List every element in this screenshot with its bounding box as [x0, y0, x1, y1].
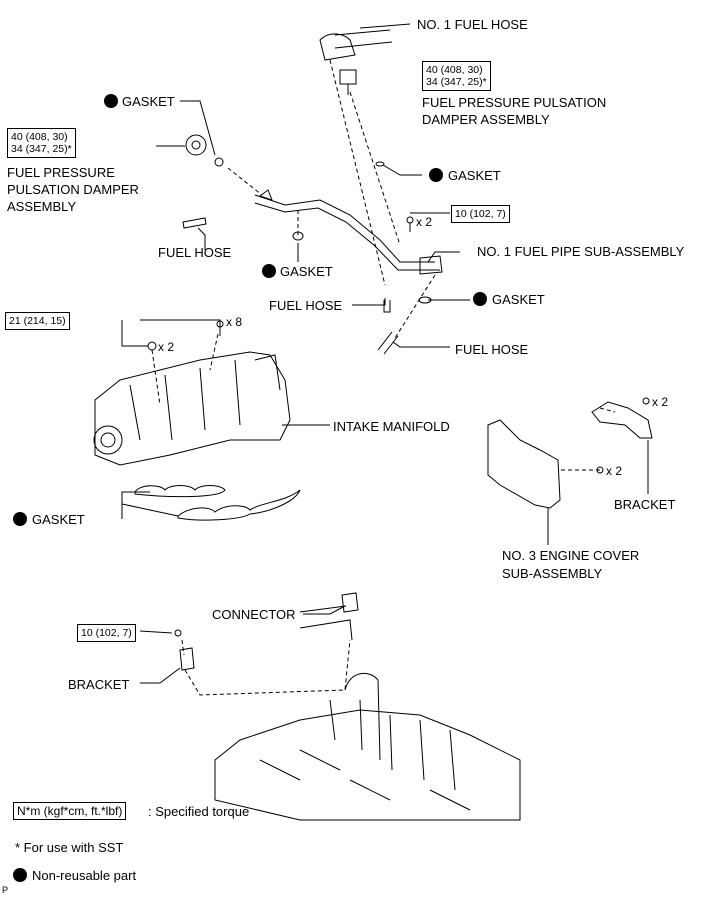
bolt-bracket-left — [174, 629, 182, 637]
leader-no1-fuel-pipe — [427, 251, 460, 263]
leader-fuel-hose-mid — [352, 298, 386, 306]
leader-fuel-hose-left — [197, 227, 206, 250]
legend-nonreusable: Non-reusable part — [32, 868, 137, 883]
damper-left-part — [185, 134, 207, 156]
nonreusable-marker — [429, 168, 443, 182]
label-damper-left-line2: PULSATION DAMPER — [7, 182, 139, 197]
engine-block-part — [214, 672, 521, 821]
fuel-pipe-part — [254, 189, 443, 275]
intake-manifold-part — [93, 351, 291, 466]
bolt-pipe — [406, 216, 414, 232]
label-damper-right-line2: DAMPER ASSEMBLY — [422, 112, 550, 127]
gasket-right-part — [418, 296, 432, 304]
label-damper-left-line3: ASSEMBLY — [7, 199, 77, 214]
label-bracket-left: BRACKET — [68, 677, 130, 692]
torque-value: 21 (214, 15) — [9, 315, 66, 327]
count-manifold-bolts: x 8 — [226, 315, 243, 329]
label-gasket-top: GASKET — [122, 94, 175, 109]
gasket-mid-part — [375, 161, 385, 167]
leader-bracket-torque — [139, 630, 173, 634]
label-damper-right-line1: FUEL PRESSURE PULSATION — [422, 95, 607, 110]
no1-fuel-hose-part — [319, 29, 393, 61]
label-no1-fuel-hose: NO. 1 FUEL HOSE — [417, 17, 528, 32]
torque-value: 10 (102, 7) — [81, 627, 132, 639]
torque-box-pipe: 10 (102, 7) — [451, 205, 510, 223]
label-damper-left-line1: FUEL PRESSURE — [7, 165, 115, 180]
count-bracket-bolts: x 2 — [652, 395, 669, 409]
nonreusable-marker — [13, 868, 27, 882]
leader-manifold-torque — [140, 319, 221, 328]
label-bracket-right: BRACKET — [614, 497, 676, 512]
leader-gasket-bottom-2 — [121, 503, 179, 517]
legend-sst-note: * For use with SST — [15, 840, 124, 855]
leader-bracket-left — [140, 667, 181, 684]
nut-manifold-x2 — [147, 341, 157, 351]
bracket-left-part — [179, 647, 195, 671]
gasket-top-part — [214, 157, 224, 167]
bolt-bracket-right — [642, 397, 650, 405]
label-gasket-left: GASKET — [280, 264, 333, 279]
torque-value-sst: 34 (347, 25)* — [426, 76, 487, 88]
label-engine-cover-line2: SUB-ASSEMBLY — [502, 566, 603, 581]
label-no1-fuel-pipe: NO. 1 FUEL PIPE SUB-ASSEMBLY — [477, 244, 685, 259]
gasket-left-part — [292, 231, 304, 241]
torque-value: 40 (408, 30) — [426, 64, 483, 76]
torque-value: 10 (102, 7) — [455, 208, 506, 220]
label-fuel-hose-bottom: FUEL HOSE — [455, 342, 529, 357]
engine-cover-part — [487, 419, 561, 509]
connector-part — [299, 592, 359, 641]
label-fuel-hose-mid: FUEL HOSE — [269, 298, 343, 313]
nonreusable-marker — [104, 94, 118, 108]
label-gasket-right: GASKET — [492, 292, 545, 307]
fuel-hose-bottom-part — [377, 331, 399, 355]
leader-gasket-mid — [382, 164, 422, 176]
bracket-right-part — [591, 401, 653, 439]
bolt-manifold-x8 — [216, 320, 224, 336]
torque-box-bracket: 10 (102, 7) — [77, 624, 136, 642]
label-gasket-mid: GASKET — [448, 168, 501, 183]
leader-gasket-top — [180, 100, 216, 156]
corner-mark: P — [2, 885, 9, 895]
label-gasket-bottom: GASKET — [32, 512, 85, 527]
bolt-engine-cover — [596, 466, 604, 474]
label-intake-manifold: INTAKE MANIFOLD — [333, 419, 450, 434]
leader-fuel-hose-bottom — [392, 341, 450, 348]
torque-value-sst: 34 (347, 25)* — [11, 143, 72, 155]
torque-box-damper-left: 40 (408, 30) 34 (347, 25)* — [7, 128, 76, 158]
leader-no1-fuel-hose — [359, 23, 411, 29]
legend-torque-desc: : Specified torque — [148, 804, 250, 819]
leader-connector — [303, 605, 346, 615]
count-cover-bolts: x 2 — [606, 464, 623, 478]
fuel-hose-mid-part — [383, 300, 391, 313]
nonreusable-marker — [262, 264, 276, 278]
count-pipe-bolts: x 2 — [416, 215, 433, 229]
label-connector: CONNECTOR — [212, 607, 296, 622]
torque-value: 40 (408, 30) — [11, 131, 68, 143]
nonreusable-marker — [473, 292, 487, 306]
manifold-gaskets-part — [134, 485, 301, 521]
label-fuel-hose-left: FUEL HOSE — [158, 245, 232, 260]
torque-box-manifold: 21 (214, 15) — [5, 312, 70, 330]
legend-torque-unit: N*m (kgf*cm, ft.*lbf) — [13, 802, 127, 820]
damper-right-part — [339, 69, 357, 95]
leader-manifold-x2 — [121, 320, 148, 347]
torque-box-damper-right: 40 (408, 30) 34 (347, 25)* — [422, 61, 491, 91]
count-manifold-nuts: x 2 — [158, 340, 175, 354]
leader-gasket-bottom — [121, 491, 150, 519]
nonreusable-marker — [13, 512, 27, 526]
fuel-hose-left-part — [182, 217, 207, 229]
label-engine-cover-line1: NO. 3 ENGINE COVER — [502, 548, 640, 563]
